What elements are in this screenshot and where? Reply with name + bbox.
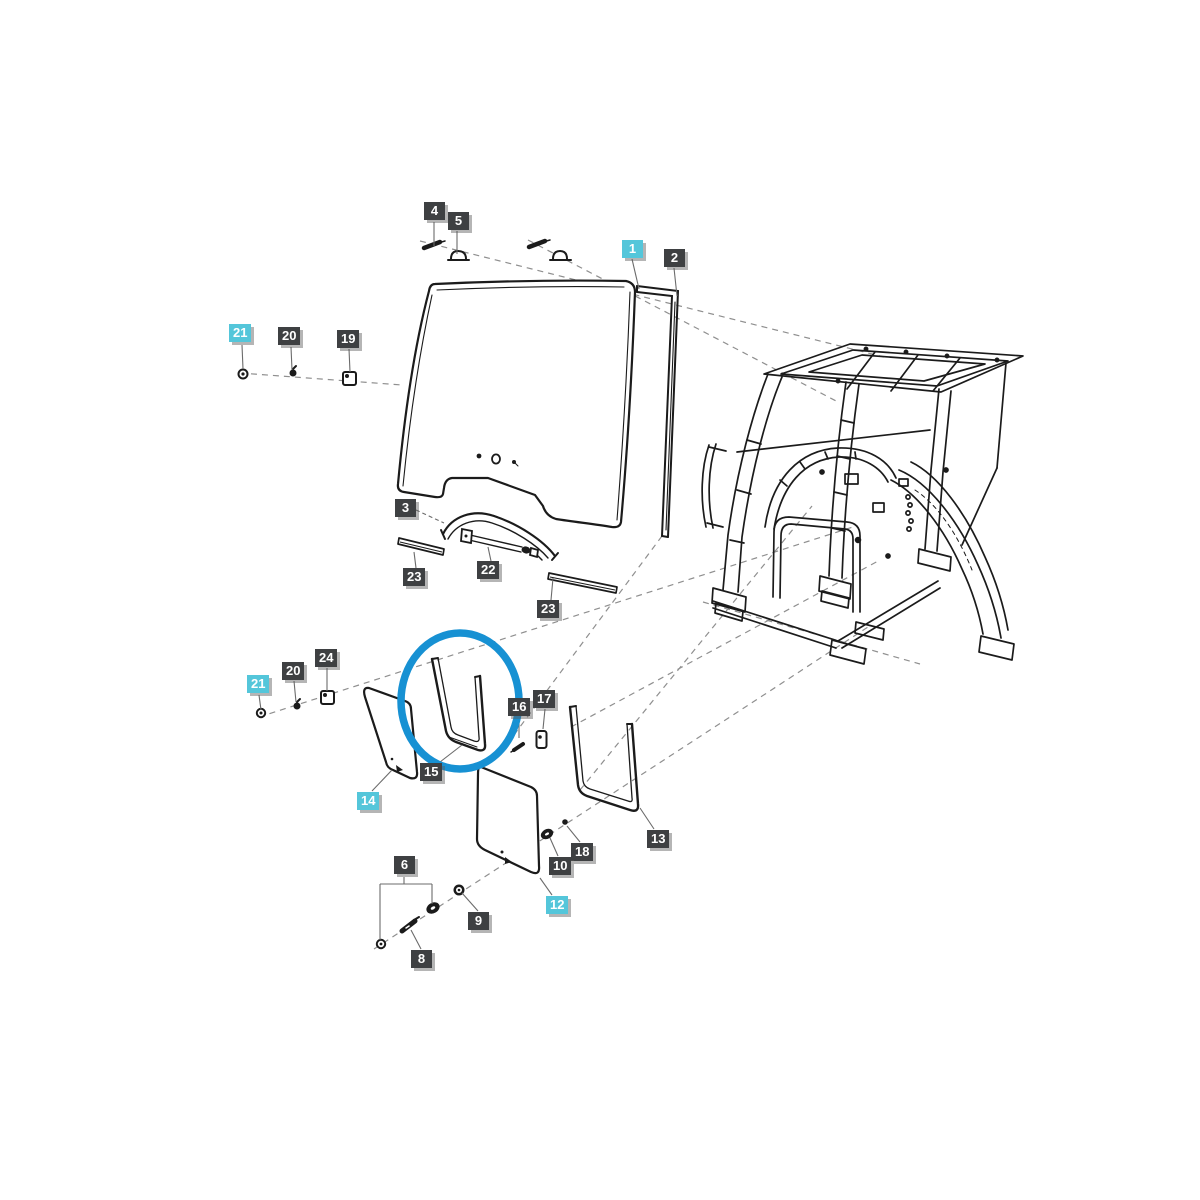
clip-19	[342, 371, 357, 386]
callout-16[interactable]: 16	[508, 698, 531, 716]
highlight-circle	[397, 629, 523, 773]
callout-4[interactable]: 4	[424, 202, 445, 220]
window-seal-strip	[636, 285, 680, 538]
glass-channel-15	[430, 657, 487, 752]
gas-strut	[460, 527, 543, 561]
pad-5b	[552, 249, 568, 260]
trim-strip-right	[547, 572, 618, 594]
screw-18	[562, 819, 568, 825]
callout-5[interactable]: 5	[448, 212, 469, 230]
clip-24	[320, 690, 335, 705]
callout-20a[interactable]: 20	[278, 327, 301, 345]
pad-5a	[450, 249, 467, 260]
rear-window-handle	[440, 512, 559, 561]
trim-strip-left	[397, 537, 445, 556]
callout-13[interactable]: 13	[647, 830, 670, 848]
callout-12[interactable]: 12	[546, 896, 569, 914]
side-glass-12	[475, 765, 541, 875]
cab-frame	[701, 343, 1024, 665]
callout-9[interactable]: 9	[468, 912, 489, 930]
callout-10[interactable]: 10	[549, 857, 572, 875]
hardware-small-parts	[237, 238, 572, 950]
callout-2[interactable]: 2	[664, 249, 685, 267]
bolt-20a	[289, 369, 297, 377]
callout-connectors	[241, 222, 678, 950]
callout-23a[interactable]: 23	[403, 568, 426, 586]
callout-1[interactable]: 1	[622, 240, 643, 258]
glass-channel-13	[568, 705, 640, 812]
callout-22[interactable]: 22	[477, 561, 500, 579]
callout-15[interactable]: 15	[420, 763, 443, 781]
clip-17	[535, 730, 548, 749]
callout-23b[interactable]: 23	[537, 600, 560, 618]
callout-17[interactable]: 17	[533, 690, 556, 708]
callout-21b[interactable]: 21	[247, 675, 270, 693]
callout-19[interactable]: 19	[337, 330, 360, 348]
callout-8[interactable]: 8	[411, 950, 432, 968]
callout-18[interactable]: 18	[571, 843, 594, 861]
callout-21a[interactable]: 21	[229, 324, 252, 342]
rear-window-glass	[396, 279, 637, 529]
bolt-20b	[293, 702, 301, 710]
callout-24[interactable]: 24	[315, 649, 338, 667]
callout-6[interactable]: 6	[394, 856, 415, 874]
callout-20b[interactable]: 20	[282, 662, 305, 680]
callout-3[interactable]: 3	[395, 499, 416, 517]
callout-14[interactable]: 14	[357, 792, 380, 810]
